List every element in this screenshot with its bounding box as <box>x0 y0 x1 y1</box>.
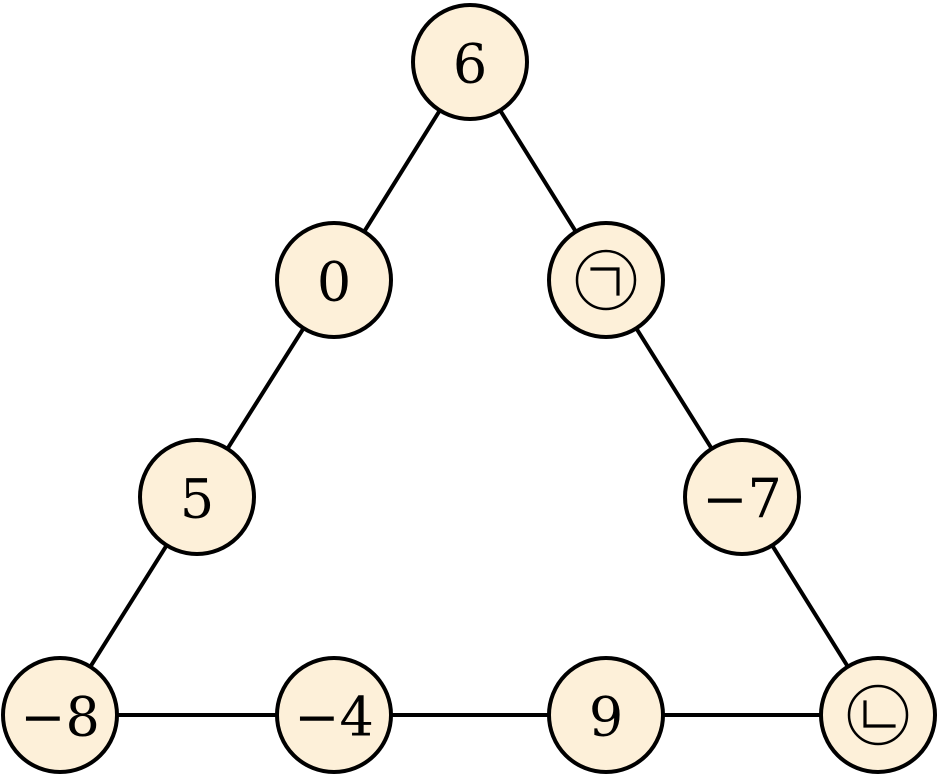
node-bottom-right: ㄴ <box>819 656 937 774</box>
node-circle <box>547 656 665 774</box>
node-label-bottom-left: −8 <box>20 686 100 749</box>
node-label-right-middle: −7 <box>702 468 782 531</box>
node-circle <box>683 438 801 556</box>
node-left-upper: 0 <box>275 221 393 339</box>
node-label-bottom-mid-right: 9 <box>589 686 623 749</box>
node-circle <box>138 438 256 556</box>
node-circle <box>275 656 393 774</box>
node-bottom-mid-left: −4 <box>275 656 393 774</box>
node-bottom-mid-right: 9 <box>547 656 665 774</box>
node-circle <box>819 656 937 774</box>
node-circle <box>275 221 393 339</box>
node-circle <box>411 3 529 121</box>
circled-marker-ring <box>847 684 909 746</box>
node-bottom-left: −8 <box>1 656 119 774</box>
node-right-upper: ㄱ <box>547 221 665 339</box>
node-circle <box>547 221 665 339</box>
node-circle <box>1 656 119 774</box>
node-label-left-upper: 0 <box>317 251 351 314</box>
nieun-glyph-icon <box>863 700 896 728</box>
node-right-middle: −7 <box>683 438 801 556</box>
node-left-middle: 5 <box>138 438 256 556</box>
node-top: 6 <box>411 3 529 121</box>
node-label-top: 6 <box>453 33 487 96</box>
giyeok-glyph-icon <box>590 267 620 296</box>
node-label-left-middle: 5 <box>180 468 214 531</box>
node-label-bottom-mid-left: −4 <box>294 686 374 749</box>
edges-layer <box>58 60 880 717</box>
nodes-layer: 6 0 5 −8 −4 9 ㄴ −7 <box>1 3 937 774</box>
circled-marker-ring <box>575 249 637 311</box>
